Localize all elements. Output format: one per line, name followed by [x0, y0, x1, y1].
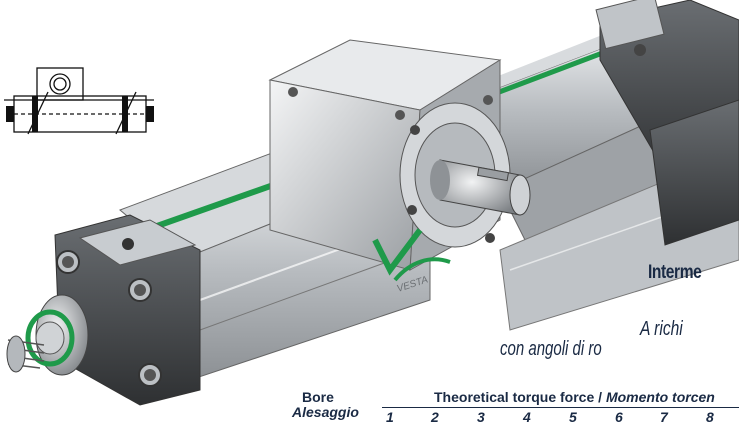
- angle-column-header: 4: [523, 409, 531, 425]
- table-header-divider: [382, 407, 739, 408]
- torque-header-it: Momento torcen: [605, 389, 715, 405]
- section-heading: Interme: [648, 262, 702, 283]
- angle-column-header: 3: [477, 409, 485, 425]
- angle-columns-row: 1 2 3 4 5 6 7 8: [0, 409, 739, 425]
- angle-column-header: 8: [706, 409, 714, 425]
- bore-column-header: Bore: [302, 389, 334, 405]
- angle-column-header: 7: [660, 409, 668, 425]
- bore-column-header-it: Alesaggio: [292, 404, 359, 420]
- angle-column-header: 2: [431, 409, 439, 425]
- torque-header-sep: /: [594, 389, 606, 405]
- note-line-1: A richi: [640, 318, 683, 340]
- angle-column-header: 6: [615, 409, 623, 425]
- note-line-2: con angoli di ro: [500, 338, 602, 360]
- torque-table-header: Theoretical torque force / Momento torce…: [434, 389, 715, 405]
- angle-column-header: 1: [386, 409, 394, 425]
- angle-column-header: 5: [569, 409, 577, 425]
- pneumatic-symbol-icon: [4, 67, 154, 135]
- torque-header-en: Theoretical torque force: [434, 389, 595, 405]
